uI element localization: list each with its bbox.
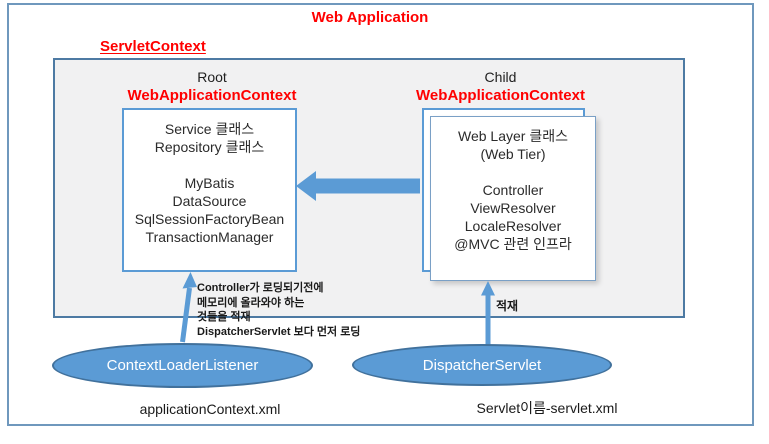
- loader-note-line: 메모리에 올라와야 하는: [197, 296, 305, 309]
- dispatcher-servlet-label: DispatcherServlet: [422, 356, 542, 374]
- child-context-box: Web Layer 클래스 (Web Tier) Controller View…: [430, 116, 596, 281]
- child-box-line: @MVC 관련 인프라: [454, 236, 572, 252]
- loader-note-line: 것들을 적재: [197, 311, 251, 323]
- child-box-line: [431, 163, 595, 181]
- root-context-name: Root: [197, 69, 227, 85]
- load-label: 적재: [496, 299, 519, 313]
- root-box-line: DataSource: [172, 193, 247, 209]
- root-context-heading: Root WebApplicationContext: [112, 67, 312, 105]
- root-box-line: Service 클래스: [164, 121, 255, 137]
- root-context-type: WebApplicationContext: [127, 87, 297, 104]
- dispatcher-config-file-label: Servlet이름-servlet.xml: [476, 400, 618, 416]
- page-title: Web Application: [311, 9, 429, 26]
- child-context-heading: Child WebApplicationContext: [403, 67, 598, 105]
- loader-config-file-label: applicationContext.xml: [139, 401, 281, 417]
- root-box-line: Repository 클래스: [154, 139, 265, 155]
- child-context-type: WebApplicationContext: [416, 87, 585, 104]
- loader-note-line: Controller가 로딩되기전에: [197, 282, 324, 294]
- child-box-line: LocaleResolver: [464, 218, 562, 234]
- child-box-line: ViewResolver: [470, 200, 556, 216]
- child-box-line: Controller: [482, 182, 544, 198]
- child-box-line: Web Layer 클래스: [458, 128, 568, 144]
- loader-note: Controller가 로딩되기전에 메모리에 올라와야 하는 것들을 적재 D…: [197, 281, 360, 339]
- root-context-box: Service 클래스 Repository 클래스 MyBatis DataS…: [122, 108, 297, 272]
- root-box-line: TransactionManager: [145, 229, 274, 245]
- child-context-name: Child: [484, 69, 517, 85]
- loader-note-line: DispatcherServlet 보다 먼저 로딩: [197, 325, 361, 338]
- dispatcher-servlet-ellipse: DispatcherServlet: [352, 344, 612, 386]
- root-box-line: MyBatis: [184, 175, 235, 191]
- servlet-context-label: ServletContext: [100, 38, 206, 55]
- root-box-line: [124, 156, 295, 174]
- root-box-line: SqlSessionFactoryBean: [134, 211, 285, 227]
- context-loader-listener-label: ContextLoaderListener: [106, 357, 259, 374]
- child-box-line: (Web Tier): [480, 146, 546, 162]
- context-loader-listener-ellipse: ContextLoaderListener: [52, 343, 313, 388]
